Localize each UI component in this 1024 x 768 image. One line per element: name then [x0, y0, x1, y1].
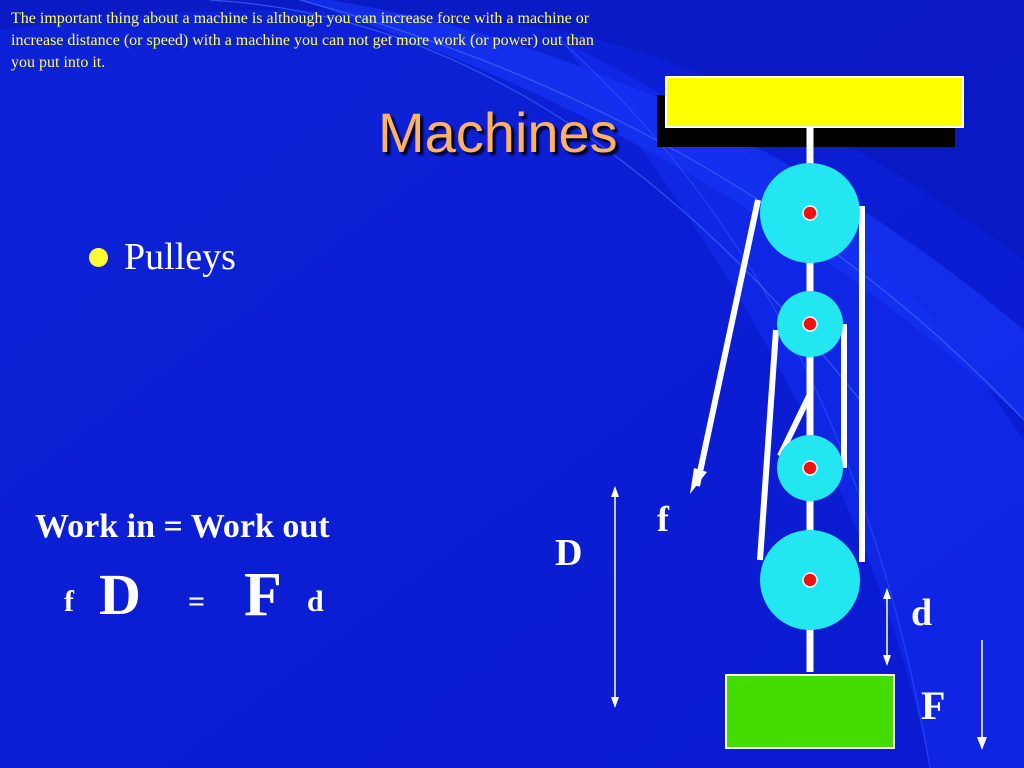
- formula-equals: =: [188, 585, 206, 618]
- distance-d-arrowhead-top: [883, 588, 891, 599]
- label-d: d: [911, 592, 932, 634]
- bullet-text: Pulleys: [124, 236, 236, 278]
- distance-D-arrowhead-bottom: [611, 697, 619, 708]
- slide-note: The important thing about a machine is a…: [11, 10, 594, 71]
- distance-D-arrowhead-top: [611, 486, 619, 497]
- rope-left-outer: [757, 329, 779, 561]
- pulley-second-axle: [802, 316, 818, 332]
- work-equation: Work in = Work out: [35, 508, 330, 545]
- bullet-item-pulleys: Pulleys: [89, 233, 236, 281]
- rope-left-inner: [777, 392, 813, 458]
- label-f: f: [657, 499, 670, 539]
- rope-pull-end: [694, 199, 761, 487]
- formula-F: F: [244, 561, 282, 629]
- formula-d: d: [307, 585, 324, 618]
- bullet-dot-icon: [89, 247, 108, 267]
- ceiling-block: [665, 76, 964, 128]
- load-block: [725, 674, 895, 749]
- pulley-third-axle: [802, 460, 818, 476]
- slide-title: Machines: [378, 101, 618, 164]
- formula-D: D: [99, 562, 141, 627]
- formula-f: f: [64, 585, 74, 618]
- pull-arrowhead: [690, 468, 707, 494]
- pulley-bottom-axle: [802, 572, 818, 588]
- label-D: D: [555, 532, 582, 574]
- pulley-top-axle: [802, 205, 818, 221]
- force-F-arrowhead: [977, 737, 987, 750]
- label-F: F: [921, 683, 945, 728]
- distance-d-arrowhead-bottom: [883, 655, 891, 666]
